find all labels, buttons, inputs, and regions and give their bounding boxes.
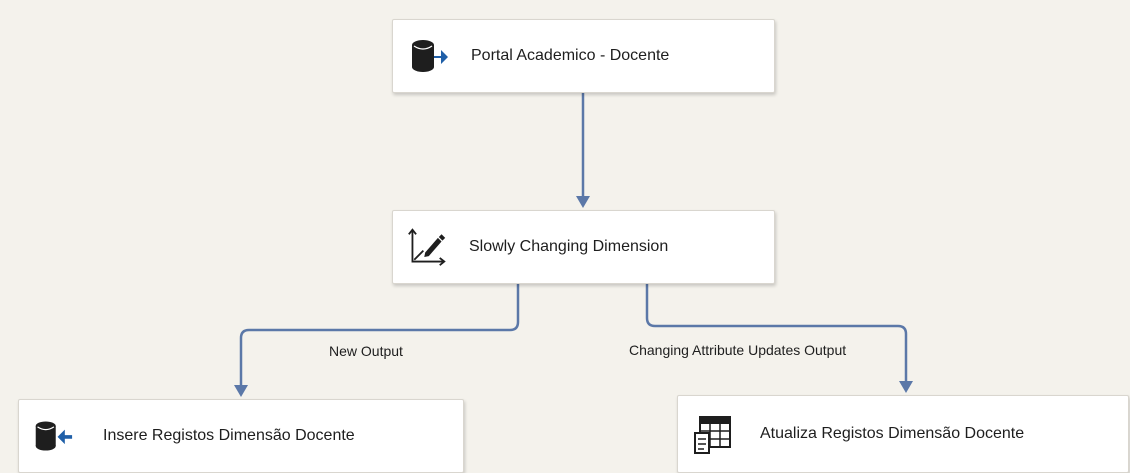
source-component-label: Portal Academico - Docente <box>471 47 670 64</box>
slowly-changing-dimension-icon <box>407 227 447 267</box>
new-output-label: New Output <box>329 343 403 359</box>
database-destination-icon <box>33 416 73 456</box>
changing-output-label: Changing Attribute Updates Output <box>629 342 847 358</box>
path-new-output[interactable] <box>234 284 520 397</box>
insert-destination-label: Insere Registos Dimensão Docente <box>103 427 355 444</box>
slowly-changing-dimension-label: Slowly Changing Dimension <box>469 238 669 255</box>
path-source-to-scd[interactable] <box>576 93 590 208</box>
insert-destination-component[interactable]: Insere Registos Dimensão Docente <box>18 399 464 473</box>
source-component[interactable]: Portal Academico - Docente <box>392 19 775 93</box>
ole-db-command-icon <box>692 414 732 454</box>
database-source-icon <box>409 36 449 76</box>
update-command-label: Atualiza Registos Dimensão Docente <box>760 425 1025 442</box>
slowly-changing-dimension-component[interactable]: Slowly Changing Dimension <box>392 210 775 284</box>
path-changing-output[interactable] <box>645 284 913 393</box>
update-command-component[interactable]: Atualiza Registos Dimensão Docente <box>677 395 1129 473</box>
